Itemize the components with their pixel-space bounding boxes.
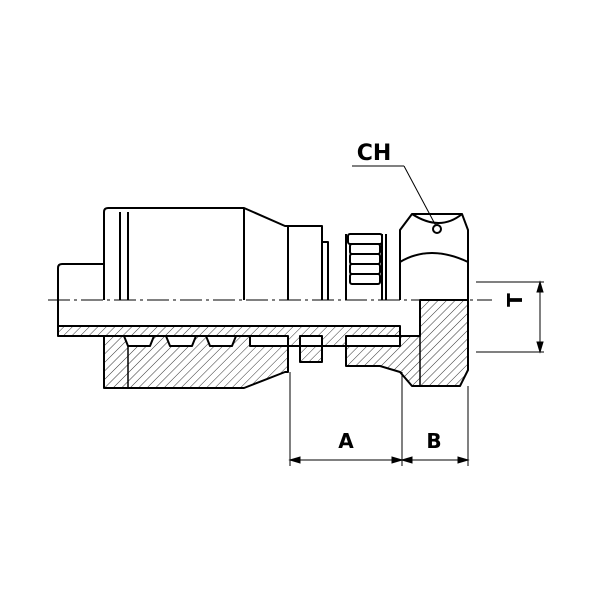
dimension-t [476,280,544,354]
label-t: T [503,293,527,307]
ferrule-section [103,335,289,389]
dimension-ab [288,372,470,466]
ferrule-upper [103,207,289,300]
insert-stub [57,263,104,300]
hex-nut [399,213,469,300]
nut-section [345,299,469,387]
label-ch: CH [357,141,392,166]
leader-ch [352,165,437,227]
label-a: A [338,429,354,453]
label-b: B [426,429,441,453]
lock-ring [345,233,387,300]
hex-marker [432,224,442,234]
